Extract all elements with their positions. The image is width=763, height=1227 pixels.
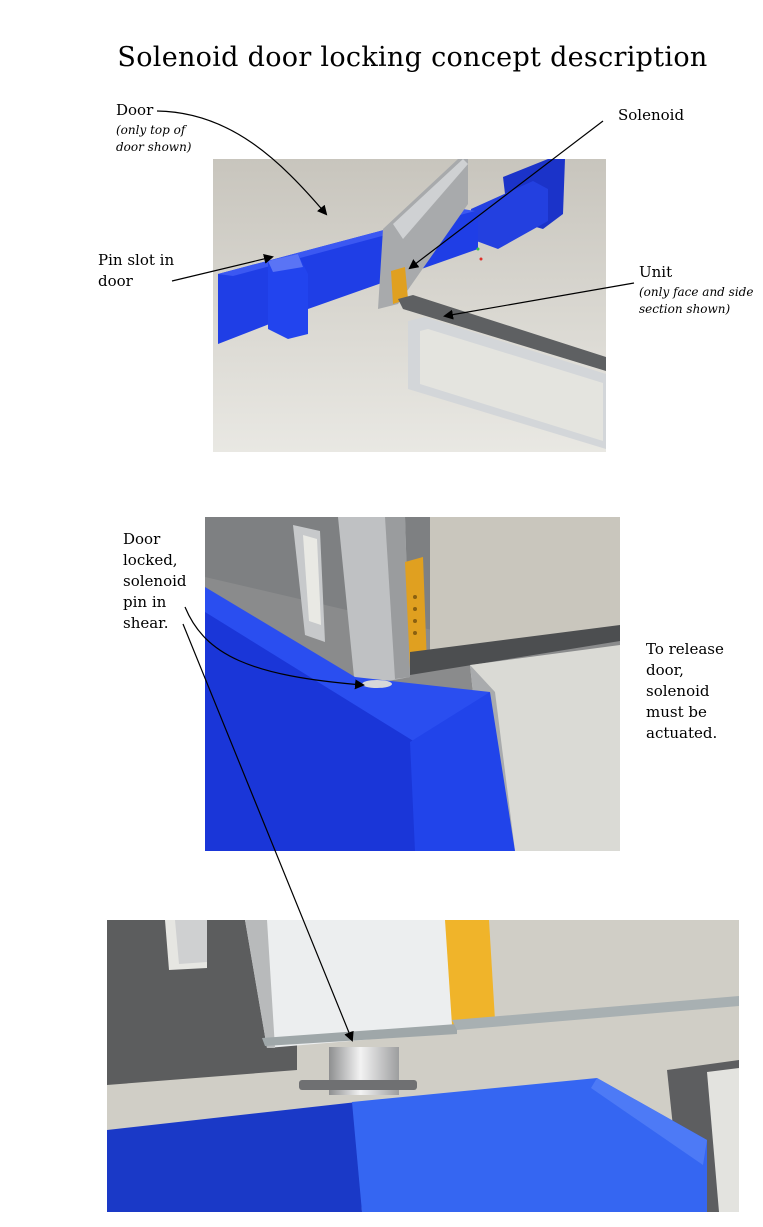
page-title: Solenoid door locking concept descriptio… — [117, 42, 708, 73]
locked-label-line4: pin in — [123, 593, 167, 611]
unit-note-line2: section shown) — [639, 302, 731, 316]
unit-back-wall — [107, 920, 297, 1085]
unit-frame-face — [707, 1068, 739, 1212]
release-label-line3: solenoid — [646, 682, 710, 700]
release-label-line2: door, — [646, 661, 684, 679]
locked-label-line3: solenoid — [123, 572, 187, 590]
overview-render — [213, 159, 606, 452]
door-edge-highlight — [591, 1078, 707, 1165]
solenoid-bracket — [245, 920, 457, 1048]
locked-detail-render — [205, 517, 620, 851]
solenoid-pin — [362, 680, 392, 688]
solenoid-body — [405, 557, 427, 669]
pin-slot-top — [268, 254, 303, 272]
solenoid-leader — [408, 120, 604, 270]
door-front — [205, 612, 415, 851]
pin-closeup-render — [107, 920, 739, 1212]
pin-slot-leader — [171, 254, 274, 282]
unit-right-wall — [430, 517, 620, 667]
pin-slot-label-line2: door — [98, 272, 133, 290]
locked-label-line2: locked, — [123, 551, 178, 569]
solenoid-bracket-side — [385, 517, 410, 679]
unit-note-line1: (only face and side — [639, 285, 754, 299]
solenoid-body — [445, 920, 495, 1025]
locked-leader-upper — [184, 606, 365, 690]
door-top — [205, 587, 490, 747]
unit-top-rail — [452, 996, 739, 1030]
solenoid-label: Solenoid — [618, 106, 685, 124]
unit-leader — [443, 282, 635, 320]
door-top — [352, 1078, 707, 1212]
door-side — [410, 692, 515, 851]
unit-frame-inner — [420, 329, 603, 441]
release-label-line5: actuated. — [646, 724, 718, 742]
unit-label: Unit — [639, 263, 673, 281]
release-label-line4: must be — [646, 703, 707, 721]
solenoid-body — [391, 267, 408, 304]
door-label: Door — [116, 101, 154, 119]
pin-slot-label-line1: Pin slot in — [98, 251, 175, 269]
release-label-line1: To release — [646, 640, 724, 658]
window-slot-inner — [303, 535, 321, 625]
solenoid-bracket-shade — [245, 920, 275, 1048]
pin-slot-block — [268, 254, 308, 339]
pin-washer — [299, 1080, 417, 1090]
locked-label-line5: shear. — [123, 614, 169, 632]
door-note-line2: door shown) — [116, 140, 192, 154]
door-front — [107, 1102, 362, 1212]
window-slot-edge — [175, 920, 207, 964]
locked-leader-lower — [182, 623, 354, 1042]
unit-top-rail — [410, 625, 620, 675]
door-note-line1: (only top of — [116, 123, 186, 137]
door-bar-right-face — [471, 181, 548, 249]
mount-plate — [262, 1024, 457, 1046]
locked-label-line1: Door — [123, 530, 161, 548]
solenoid-bracket-face — [393, 159, 468, 239]
door-leader — [156, 110, 328, 216]
